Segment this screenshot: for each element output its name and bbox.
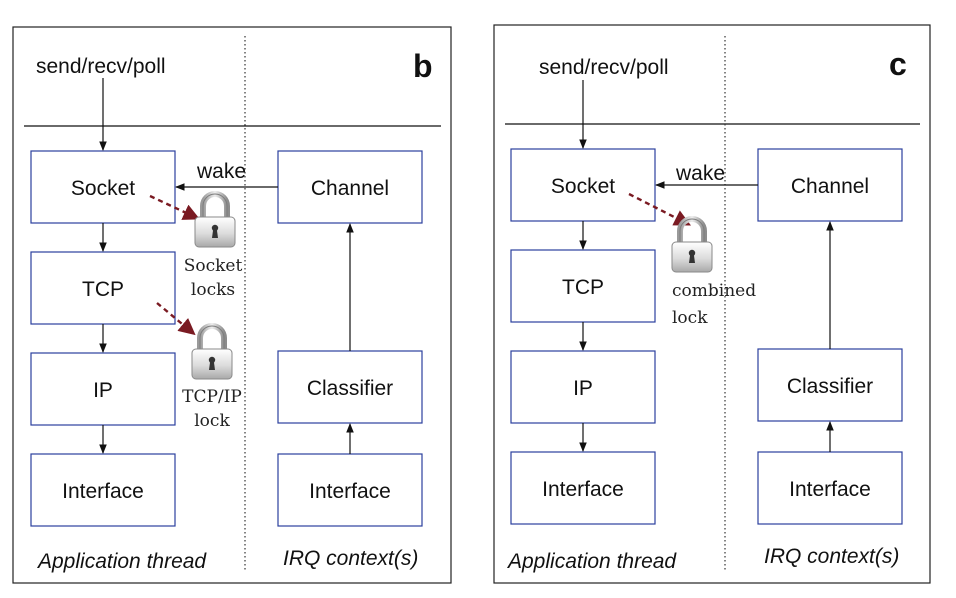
panel-letter: c [889, 46, 907, 82]
box-label: Interface [789, 478, 871, 501]
wake-label: wake [196, 160, 246, 183]
box-label: Socket [551, 175, 615, 198]
right-stack: Channel Classifier Interface [277, 150, 423, 527]
box-tcp: TCP [30, 251, 176, 325]
box-label: IP [573, 377, 593, 400]
box-ip: IP [510, 350, 656, 424]
wake-label: wake [675, 162, 725, 185]
top-label: send/recv/poll [539, 56, 669, 79]
box-interface: Interface [277, 453, 423, 527]
lock-caption: combined [672, 281, 756, 301]
lock-caption: Socket [184, 256, 243, 276]
box-interface: Interface [30, 453, 176, 527]
application-thread-label: Application thread [506, 550, 677, 573]
box-channel: Channel [757, 148, 903, 222]
box-classifier: Classifier [277, 350, 423, 424]
left-stack: Socket TCP IP Interface [30, 150, 176, 527]
panel-b: send/recv/poll b Socket TCP IP Interface [12, 26, 452, 584]
box-label: IP [93, 379, 113, 402]
box-label: Interface [62, 480, 144, 503]
panel-c: send/recv/poll c Socket TCP IP Interface [493, 24, 931, 584]
top-label: send/recv/poll [36, 55, 166, 78]
box-interface: Interface [757, 451, 903, 525]
panel-letter: b [413, 48, 433, 84]
box-tcp: TCP [510, 249, 656, 323]
lock-caption: lock [672, 308, 708, 328]
lock-arrow-combined [628, 192, 691, 226]
lock-arrow-tcp-ip [156, 302, 196, 336]
lock-caption: lock [194, 411, 230, 431]
left-stack: Socket TCP IP Interface [510, 148, 656, 525]
box-ip: IP [30, 352, 176, 426]
box-interface: Interface [510, 451, 656, 525]
box-channel: Channel [277, 150, 423, 224]
application-thread-label: Application thread [36, 550, 207, 573]
box-label: Channel [311, 177, 389, 200]
lock-caption: locks [191, 280, 235, 300]
box-label: Socket [71, 177, 135, 200]
box-socket: Socket [510, 148, 656, 222]
right-stack: Channel Classifier Interface [757, 148, 903, 525]
box-label: TCP [82, 278, 124, 301]
box-label: Classifier [787, 375, 873, 398]
box-classifier: Classifier [757, 348, 903, 422]
box-label: Classifier [307, 377, 393, 400]
irq-context-label: IRQ context(s) [283, 547, 418, 570]
box-socket: Socket [30, 150, 176, 224]
lock-caption: TCP/IP [182, 387, 242, 407]
box-label: TCP [562, 276, 604, 299]
box-label: Interface [542, 478, 624, 501]
irq-context-label: IRQ context(s) [764, 545, 899, 568]
box-label: Interface [309, 480, 391, 503]
box-label: Channel [791, 175, 869, 198]
